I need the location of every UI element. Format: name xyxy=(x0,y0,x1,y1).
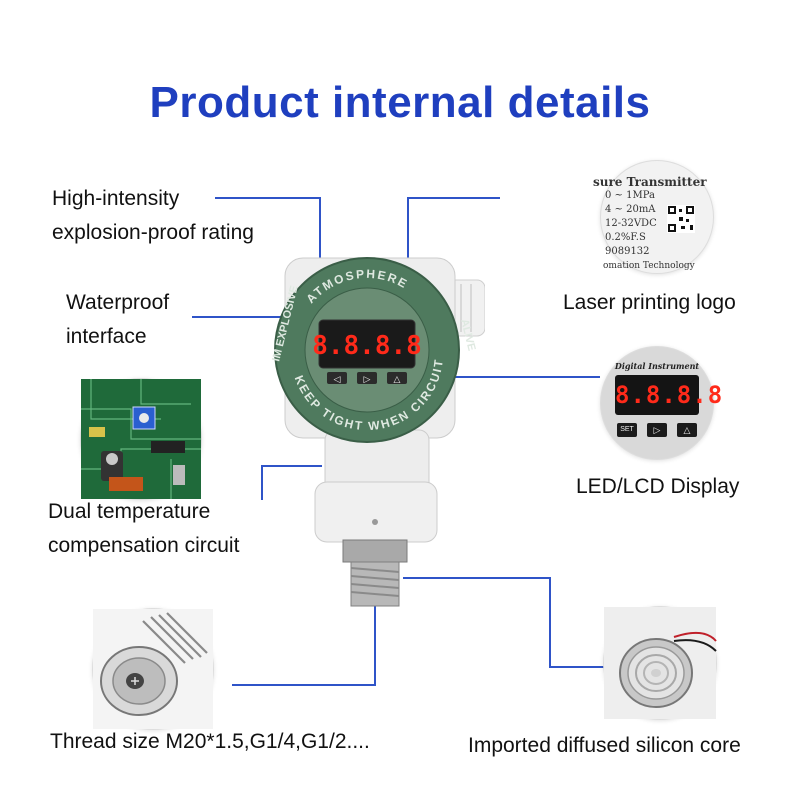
right-arrow-icon: ▷ xyxy=(364,375,371,385)
leader-line-temperature xyxy=(261,465,322,500)
display-closeup-value: 8.8.8.8 xyxy=(615,381,724,409)
pressure-transmitter: ATMOSPHERE KEEP TIGHT WHEN CIRCUIT IM EX… xyxy=(255,250,486,615)
logo-plate-line: 12-32VDC xyxy=(605,218,657,229)
up-arrow-icon: △ xyxy=(394,375,401,385)
page-title: Product internal details xyxy=(149,78,651,127)
logo-plate-line: 9089132 xyxy=(605,246,650,257)
silicon-core-photo xyxy=(603,606,717,720)
label-silicon-core: Imported diffused silicon core xyxy=(468,734,741,757)
up-arrow-button-icon: △ xyxy=(677,423,697,437)
leader-line-silicon xyxy=(403,577,620,668)
circuit-board-photo xyxy=(80,378,202,500)
leader-line-thread xyxy=(232,600,376,686)
right-arrow-button-icon: ▷ xyxy=(647,423,667,437)
label-explosion-rating: High-intensity explosion-proof rating xyxy=(52,187,254,244)
display-closeup-photo: Digital Instrument 8.8.8.8 SET ▷ △ xyxy=(600,346,724,460)
set-button: SET xyxy=(617,423,637,437)
qr-code-icon xyxy=(667,205,695,233)
leader-line-logo xyxy=(407,197,500,262)
logo-plate-line: omation Technology xyxy=(603,261,695,271)
transmitter-body: ATMOSPHERE KEEP TIGHT WHEN CIRCUIT IM EX… xyxy=(270,257,486,607)
label-laser-logo: Laser printing logo xyxy=(563,291,736,314)
label-temperature-circuit: Dual temperature compensation circuit xyxy=(48,500,240,557)
label-display: LED/LCD Display xyxy=(576,475,740,498)
label-thread-size: Thread size M20*1.5,G1/4,G1/2.... xyxy=(50,730,370,753)
logo-plate-line: 0.2%F.S xyxy=(605,232,646,243)
laser-logo-photo: sure Transmitter 0 ~ 1MPa 4 ~ 20mA 12-32… xyxy=(593,160,714,274)
left-arrow-icon: ◁ xyxy=(334,375,341,385)
thread-closeup-photo xyxy=(92,608,214,730)
logo-plate-line: sure Transmitter xyxy=(593,175,707,189)
display-closeup-header: Digital Instrument xyxy=(614,361,700,371)
label-waterproof: Waterproof interface xyxy=(66,291,170,348)
logo-plate-line: 4 ~ 20mA xyxy=(605,204,656,215)
logo-plate-line: 0 ~ 1MPa xyxy=(605,190,655,201)
leader-line-explosion xyxy=(215,197,321,262)
led-value: 8.8.8.8 xyxy=(312,331,422,361)
